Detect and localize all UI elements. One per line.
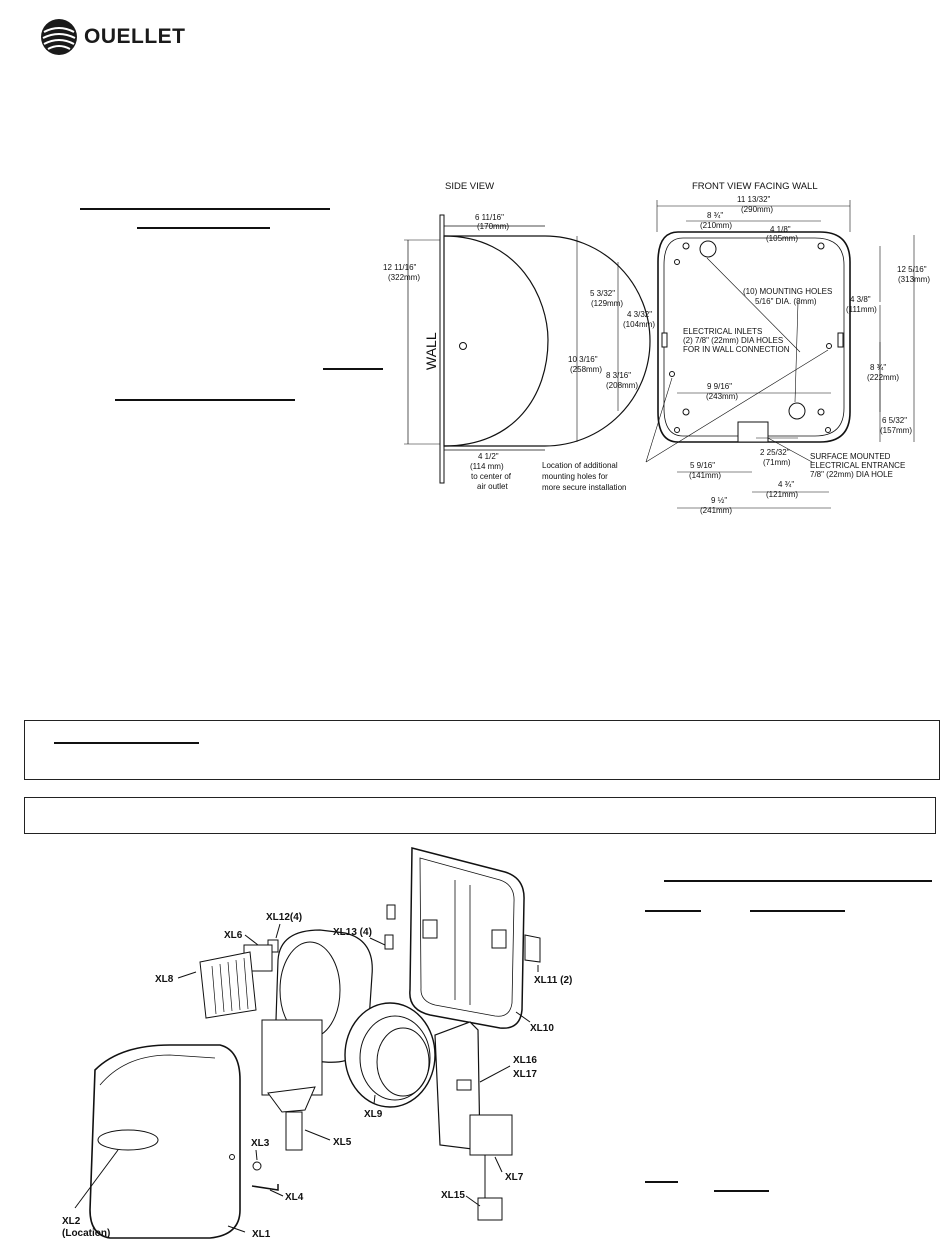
note-additional-3: more secure installation bbox=[542, 483, 626, 492]
fv-l-4332-mm: (104mm) bbox=[623, 320, 655, 329]
fv-h-438-mm: (111mm) bbox=[846, 305, 877, 314]
front-view-title: FRONT VIEW FACING WALL bbox=[692, 181, 818, 192]
side-outlet: 4 1/2" bbox=[478, 452, 499, 461]
part-xl9: XL9 bbox=[364, 1109, 383, 1120]
fv-w-418-mm: (105mm) bbox=[766, 234, 798, 243]
part-xl15: XL15 bbox=[441, 1190, 465, 1201]
note-additional-2: mounting holes for bbox=[542, 472, 608, 481]
note-surface-1: SURFACE MOUNTED bbox=[810, 452, 891, 461]
part-xl2: XL2 bbox=[62, 1216, 81, 1227]
side-outlet-note2: air outlet bbox=[477, 482, 508, 491]
fv-l-8316: 8 3/16" bbox=[606, 371, 631, 380]
part-xl7: XL7 bbox=[505, 1172, 524, 1183]
fv-w-834-mm: (210mm) bbox=[700, 221, 732, 230]
fv-b-22532-mm: (71mm) bbox=[763, 458, 791, 467]
fv-l-4332: 4 3/32" bbox=[627, 310, 652, 319]
rule bbox=[115, 399, 295, 401]
fv-b-434-mm: (121mm) bbox=[766, 490, 798, 499]
fv-w-418: 4 1/8" bbox=[770, 225, 791, 234]
fv-l-8316-mm: (208mm) bbox=[606, 381, 638, 390]
side-depth-mm: (170mm) bbox=[477, 222, 509, 231]
fv-l-10316: 10 3/16" bbox=[568, 355, 598, 364]
side-view-drawing: SIDE VIEW 6 11/16" (170mm) 12 11/16" (32… bbox=[383, 181, 651, 491]
side-outlet-note1: to center of bbox=[471, 472, 512, 481]
part-xl10: XL10 bbox=[530, 1023, 554, 1034]
side-depth: 6 11/16" bbox=[475, 213, 504, 222]
fv-h-438: 4 3/8" bbox=[850, 295, 871, 304]
part-xl6: XL6 bbox=[224, 930, 243, 941]
side-view-title: SIDE VIEW bbox=[445, 181, 494, 192]
fv-h-total: 12 5/16" bbox=[897, 265, 927, 274]
fv-w-834: 8 ¾" bbox=[707, 211, 723, 220]
rule bbox=[137, 227, 270, 229]
wall-label: WALL bbox=[423, 332, 439, 370]
side-outlet-mm: (114 mm) bbox=[470, 462, 504, 471]
fv-w-9916-mm: (243mm) bbox=[706, 392, 738, 401]
fv-h-834: 8 ¾" bbox=[870, 363, 886, 372]
fv-l-5332-mm: (129mm) bbox=[591, 299, 623, 308]
rule bbox=[645, 910, 701, 912]
part-xl2-sub: (Location) bbox=[62, 1228, 110, 1239]
part-xl4: XL4 bbox=[285, 1192, 304, 1203]
part-xl1: XL1 bbox=[252, 1229, 271, 1240]
brand-globe-icon bbox=[41, 19, 77, 55]
front-view-drawing: FRONT VIEW FACING WALL 11 13/32" (290mm)… bbox=[542, 181, 930, 515]
fv-b-912-mm: (241mm) bbox=[700, 506, 732, 515]
note-inlets-3: FOR IN WALL CONNECTION bbox=[683, 345, 790, 354]
note-surface-2: ELECTRICAL ENTRANCE bbox=[810, 461, 905, 470]
part-xl12: XL12(4) bbox=[266, 912, 302, 923]
rule bbox=[645, 1181, 678, 1183]
rule bbox=[664, 880, 932, 882]
rule bbox=[323, 368, 383, 370]
part-xl3: XL3 bbox=[251, 1138, 270, 1149]
part-xl8: XL8 bbox=[155, 974, 174, 985]
part-xl11: XL11 (2) bbox=[534, 975, 572, 986]
brand-logo: OUELLET bbox=[40, 18, 186, 56]
fv-h-6532-mm: (157mm) bbox=[880, 426, 912, 435]
note-mounting-2: 5/16" DIA. (8mm) bbox=[755, 297, 817, 306]
exploded-parts-diagram: XL2 (Location) XL1 XL3 XL4 XL5 XL6 XL7 X… bbox=[62, 847, 572, 1240]
fv-b-22532: 2 25/32" bbox=[760, 448, 790, 457]
part-xl17: XL17 bbox=[513, 1069, 537, 1080]
fv-w-total-mm: (290mm) bbox=[741, 205, 773, 214]
note-inlets-2: (2) 7/8" (22mm) DIA HOLES bbox=[683, 336, 783, 345]
rule bbox=[80, 208, 330, 210]
part-xl16: XL16 bbox=[513, 1055, 537, 1066]
fv-l-5332: 5 3/32" bbox=[590, 289, 615, 298]
fv-w-total: 11 13/32" bbox=[737, 195, 771, 204]
rule bbox=[750, 910, 845, 912]
side-height: 12 11/16" bbox=[383, 263, 417, 272]
side-height-mm: (322mm) bbox=[388, 273, 420, 282]
notice-box-2 bbox=[24, 797, 936, 834]
rule bbox=[54, 742, 199, 744]
fv-b-434: 4 ¾" bbox=[778, 480, 794, 489]
note-surface-3: 7/8" (22mm) DIA HOLE bbox=[810, 470, 893, 479]
fv-b-912: 9 ½" bbox=[711, 496, 727, 505]
brand-name: OUELLET bbox=[84, 25, 186, 48]
part-xl13: XL13 (4) bbox=[333, 927, 372, 938]
fv-l-10316-mm: (258mm) bbox=[570, 365, 602, 374]
note-inlets-1: ELECTRICAL INLETS bbox=[683, 327, 762, 336]
part-xl5: XL5 bbox=[333, 1137, 352, 1148]
fv-b-5916: 5 9/16" bbox=[690, 461, 715, 470]
note-mounting-1: (10) MOUNTING HOLES bbox=[743, 287, 832, 296]
fv-h-6532: 6 5/32" bbox=[882, 416, 907, 425]
fv-h-total-mm: (313mm) bbox=[898, 275, 930, 284]
rule bbox=[714, 1190, 769, 1192]
note-additional-1: Location of additional bbox=[542, 461, 618, 470]
notice-box bbox=[24, 720, 940, 780]
fv-w-9916: 9 9/16" bbox=[707, 382, 732, 391]
fv-b-5916-mm: (141mm) bbox=[689, 471, 721, 480]
fv-h-834-mm: (222mm) bbox=[867, 373, 899, 382]
